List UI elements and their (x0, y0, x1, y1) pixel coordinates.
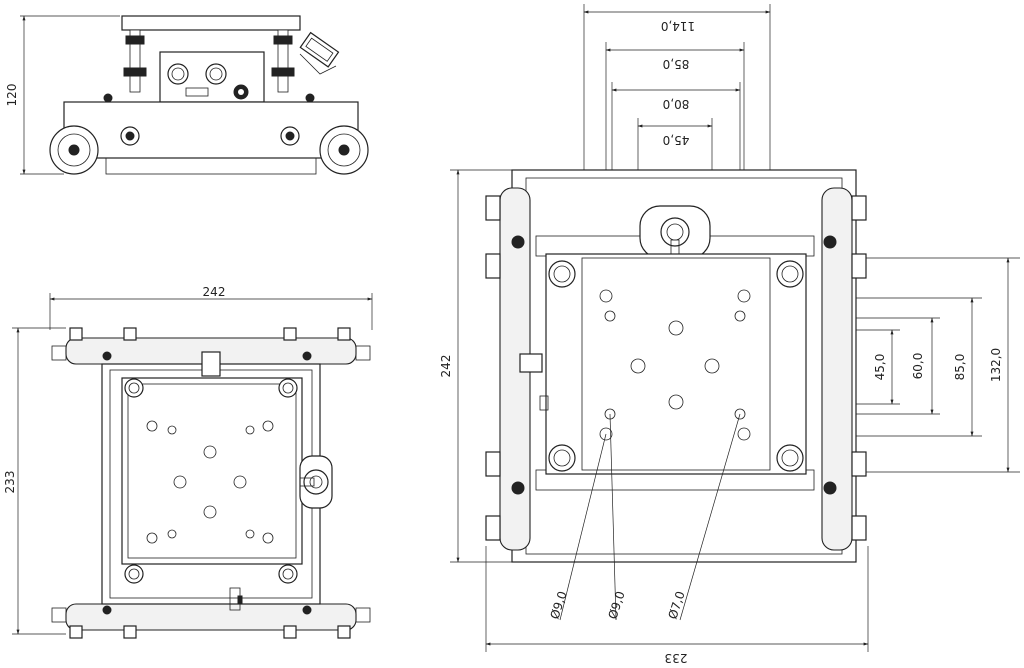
dim-132: 132,0 (989, 348, 1003, 382)
label-hole-9b: Ø9,0 (606, 589, 628, 620)
bottom-view: 114,0 85,0 80,0 45,0 242 233 45,0 (439, 4, 1020, 665)
dim-right-height: 242 (439, 355, 453, 378)
dim-side-height: 120 (5, 84, 19, 107)
top-view: 242 233 (3, 285, 373, 639)
dim-45-top: 45,0 (663, 133, 690, 147)
dim-top-width: 242 (203, 285, 226, 299)
dim-114: 114,0 (661, 19, 695, 33)
dim-85: 85,0 (953, 354, 967, 381)
dim-85-top: 85,0 (663, 57, 690, 71)
dim-80: 80,0 (663, 97, 690, 111)
dim-45: 45,0 (873, 354, 887, 381)
dim-top-height: 233 (3, 471, 17, 494)
side-view: 120 (5, 15, 369, 175)
dim-right-width: 233 (665, 651, 688, 664)
dim-60: 60,0 (911, 353, 925, 380)
label-hole-9a: Ø9,0 (548, 589, 570, 620)
